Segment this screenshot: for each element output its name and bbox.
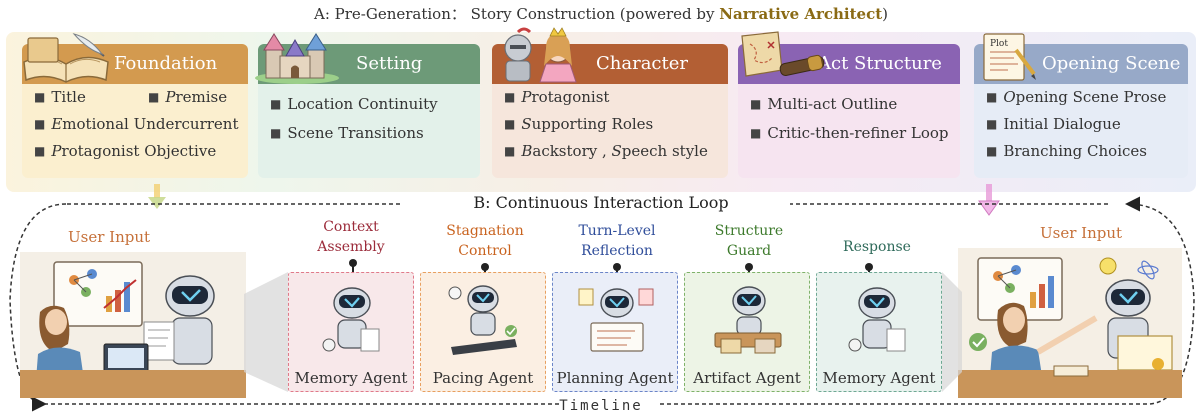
character-card-title: Character [596, 53, 689, 74]
svg-text:Plot: Plot [990, 39, 1008, 49]
act-structure-card-title: Act Structure [818, 53, 942, 74]
act-item-multi-act-outline: Multi-act Outline [750, 95, 897, 113]
setting-card-title: Setting [356, 53, 423, 74]
foundation-item-premise: Premise [148, 88, 227, 106]
opening-item-initial-dialogue: Initial Dialogue [986, 115, 1120, 133]
output-funnel-right [942, 272, 962, 392]
character-item-protagonist: Protagonist [504, 88, 609, 106]
setting-item-location-continuity: Location Continuity [270, 95, 437, 113]
character-card: Character Protagonist Supporting Roles B… [492, 44, 728, 178]
open-book-icon [23, 33, 109, 83]
character-card-header: Character [492, 44, 728, 84]
robot-planning-icon [578, 288, 654, 352]
connector-stem [484, 267, 486, 273]
artifact-agent-box: Artifact Agent [684, 272, 810, 392]
opening-item-branching-choices: Branching Choices [986, 142, 1147, 160]
character-item-backstory-speech: Backstory , Speech style [504, 142, 708, 160]
plot-notepad-icon: Plot [983, 33, 1036, 81]
timeline-label: Timeline [559, 398, 643, 414]
foundation-item-emotional-undercurrent: Emotional Undercurrent [34, 115, 238, 133]
memory-agent-box-1: Memory Agent [288, 272, 414, 392]
character-item-supporting-roles: Supporting Roles [504, 115, 653, 133]
treasure-map-icon [741, 31, 825, 77]
act-item-critic-refiner-loop: Critic-then-refiner Loop [750, 124, 948, 142]
robot-icon [322, 287, 380, 352]
section-a-title-suffix: ) [882, 5, 889, 23]
agent-title-response: Response [843, 239, 911, 255]
memory-agent-box-2: Memory Agent [816, 272, 942, 392]
castle-icon [255, 33, 339, 84]
agent-name: Pacing Agent [432, 369, 534, 387]
section-a-title-prefix: A: Pre-Generation： Story Construction (p… [313, 5, 720, 23]
agent-name: Planning Agent [556, 369, 674, 387]
user-with-robot-illustration-left [20, 252, 246, 398]
agent-name: Memory Agent [294, 369, 408, 387]
user-input-label-right: User Input [1040, 224, 1123, 242]
robot-artifact-icon [714, 286, 782, 354]
section-a-title: A: Pre-Generation： Story Construction (p… [0, 3, 1202, 24]
user-input-label-left: User Input [68, 228, 151, 246]
pacing-agent-box: Pacing Agent [420, 272, 546, 392]
section-b-title: B: Continuous Interaction Loop [473, 193, 729, 212]
connector-stem [352, 263, 354, 273]
foundation-item-protagonist-objective: Protagonist Objective [34, 142, 216, 160]
down-arrow-left-icon [148, 184, 166, 209]
connector-stem [616, 267, 618, 273]
input-funnel-left [244, 272, 288, 392]
narrative-architect-label: Narrative Architect [719, 5, 883, 23]
opening-item-scene-prose: Opening Scene Prose [986, 88, 1166, 106]
connector-stem [748, 267, 750, 273]
robot-icon [848, 287, 906, 352]
connector-stem [868, 267, 870, 273]
setting-item-scene-transitions: Scene Transitions [270, 124, 423, 142]
planning-agent-box: Planning Agent [552, 272, 678, 392]
opening-scene-card-title: Opening Scene [1042, 53, 1181, 74]
knight-princess-icon [504, 27, 577, 83]
act-structure-card: Act Structure Multi-act Outline Critic-t… [738, 44, 960, 178]
foundation-item-title: Title [34, 88, 86, 106]
agent-name: Artifact Agent [693, 369, 801, 387]
user-with-robot-illustration-right [958, 248, 1182, 398]
agent-name: Memory Agent [822, 369, 936, 387]
foundation-card-title: Foundation [114, 53, 218, 74]
robot-treadmill-icon [448, 285, 517, 355]
